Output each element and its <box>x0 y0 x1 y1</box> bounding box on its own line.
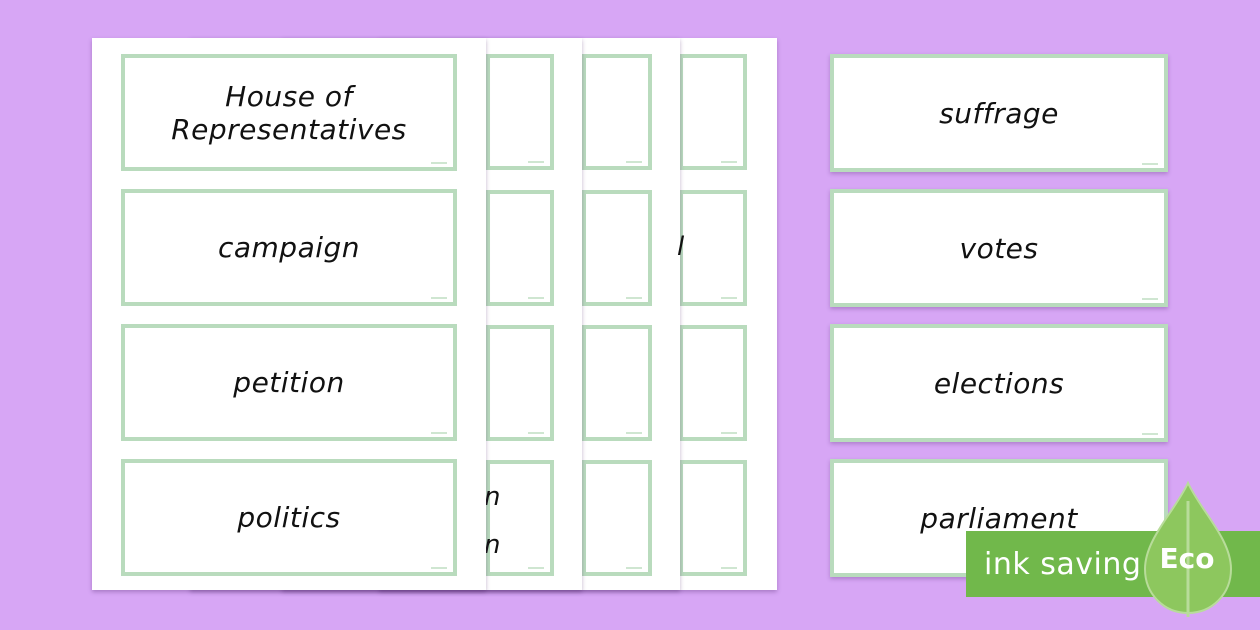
word-card-blank <box>679 460 747 576</box>
leaf-drop-icon <box>1143 481 1233 617</box>
word-card-text: votes <box>959 231 1039 265</box>
word-card: campaign <box>121 189 457 306</box>
word-card-blank <box>679 54 747 170</box>
word-card-blank <box>679 190 747 306</box>
word-card-text: politics <box>237 501 341 534</box>
word-card-blank <box>486 54 554 170</box>
word-card: elections <box>830 324 1168 442</box>
partial-word: n <box>484 482 501 512</box>
word-card-blank <box>486 190 554 306</box>
word-card: House of Representatives <box>121 54 457 171</box>
word-card-text: House of Representatives <box>171 79 407 146</box>
word-card-text: petition <box>233 366 345 399</box>
word-card-text: parliament <box>920 501 1078 535</box>
word-card-blank <box>582 54 652 170</box>
partial-word: l <box>677 232 685 262</box>
word-card-blank <box>582 460 652 576</box>
word-card-text: elections <box>933 366 1065 400</box>
word-card: suffrage <box>830 54 1168 172</box>
word-card: politics <box>121 459 457 576</box>
ink-saving-label: ink saving <box>984 546 1142 582</box>
worksheet-page-1: House of Representatives campaign petiti… <box>92 38 486 590</box>
word-card: petition <box>121 324 457 441</box>
word-card: votes <box>830 189 1168 307</box>
word-card-blank <box>582 325 652 441</box>
word-card-blank <box>486 460 554 576</box>
word-card-text: campaign <box>217 231 361 264</box>
word-card-blank <box>679 325 747 441</box>
eco-badge-label: Eco <box>1159 542 1215 575</box>
word-card-blank <box>486 325 554 441</box>
word-card-blank <box>582 190 652 306</box>
word-card-text: suffrage <box>939 96 1059 130</box>
partial-word: n <box>484 530 501 560</box>
